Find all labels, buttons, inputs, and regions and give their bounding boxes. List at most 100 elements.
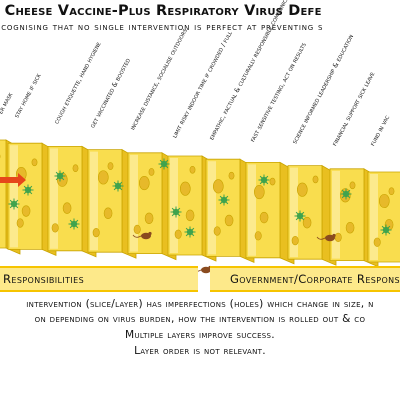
- virus-icon: [184, 226, 196, 238]
- cheese-hole: [144, 212, 154, 224]
- cheese-hole: [334, 232, 342, 243]
- virus-body: [10, 200, 18, 208]
- cheese-slice: [367, 171, 400, 263]
- layer-label-vaccinated: get vaccinated & boosted: [88, 56, 133, 130]
- slice-highlight: [370, 174, 378, 260]
- cheese-hole: [107, 162, 114, 170]
- layer-label-mask: er mask: [0, 91, 15, 116]
- slice-highlight: [208, 161, 216, 255]
- mouse-ear: [332, 233, 336, 238]
- cheese-slice: [329, 168, 379, 268]
- mouse-body: [325, 234, 335, 242]
- cheese-hole: [349, 181, 356, 190]
- cheese-hole: [139, 175, 150, 191]
- cheese-hole: [296, 182, 308, 197]
- mouse-icon: [132, 231, 152, 240]
- cheese-hole: [254, 231, 262, 241]
- cheese-hole: [302, 216, 312, 229]
- virus-icon: [170, 206, 182, 218]
- virus-icon: [218, 194, 230, 206]
- mouse-body: [141, 232, 151, 240]
- cheese-hole: [62, 202, 72, 214]
- mouse-body: [201, 266, 211, 274]
- cheese-hole: [148, 168, 155, 176]
- slice-highlight: [90, 151, 98, 251]
- virus-icon: [68, 218, 80, 230]
- cheese-hole: [16, 218, 24, 228]
- virus-body: [114, 182, 122, 190]
- cheese-hole: [31, 158, 38, 167]
- virus-body: [160, 160, 168, 168]
- cheese-slice: [287, 164, 337, 266]
- slice-highlight: [248, 164, 256, 256]
- mouse-ear: [148, 231, 152, 236]
- cheese-hole: [345, 222, 355, 234]
- cheese-hole: [291, 235, 299, 246]
- virus-icon: [112, 180, 124, 192]
- cheese-hole: [253, 184, 265, 200]
- virus-icon: [22, 184, 34, 196]
- cheese-hole: [189, 166, 196, 174]
- cheese-hole: [180, 181, 191, 196]
- cheese-hole: [174, 229, 182, 239]
- virus-body: [342, 190, 350, 198]
- cheese-hole: [92, 228, 100, 238]
- virus-body: [260, 176, 268, 184]
- diagram-subtitle: ecognising that no single intervention i…: [0, 22, 324, 33]
- diagram-title: s Cheese Vaccine-Plus Respiratory Virus …: [0, 3, 322, 19]
- cheese-slice: [245, 161, 295, 265]
- virus-body: [296, 212, 304, 220]
- cheese-hole: [388, 187, 395, 196]
- cheese-hole: [312, 175, 319, 184]
- cheese-hole: [224, 214, 234, 227]
- cheese-hole: [213, 179, 224, 194]
- slice-highlight: [332, 170, 340, 259]
- cheese-hole: [259, 211, 269, 224]
- footer-line-2: on depending on virus burden, how the in…: [34, 313, 366, 325]
- slice-highlight: [10, 145, 18, 248]
- virus-icon: [380, 224, 392, 236]
- slice-face: [0, 139, 7, 249]
- mouse-icon: [316, 233, 336, 242]
- mouse-tail: [316, 236, 326, 240]
- virus-icon: [8, 198, 20, 210]
- footer-line-4: Layer order is not relevant.: [134, 345, 266, 357]
- cheese-hole: [51, 223, 59, 233]
- virus-body: [186, 228, 194, 236]
- slice-highlight: [130, 154, 138, 252]
- government-responsibility-bar: Government/Corporate Responsi: [210, 266, 400, 292]
- slice-highlight: [170, 158, 178, 253]
- slice-highlight: [290, 167, 298, 258]
- virus-body: [56, 172, 64, 180]
- slice-highlight: [50, 148, 58, 249]
- virus-icon: [54, 170, 66, 182]
- virus-body: [382, 226, 390, 234]
- virus-icon: [340, 188, 352, 200]
- virus-icon: [158, 158, 170, 170]
- virus-body: [172, 208, 180, 216]
- cheese-hole: [378, 193, 390, 209]
- cheese-slices-illustration: [0, 139, 400, 274]
- virus-body: [24, 186, 32, 194]
- cheese-hole: [21, 205, 31, 217]
- footer-line-1: intervention (slice/layer) has imperfect…: [26, 298, 374, 310]
- cheese-hole: [213, 226, 221, 236]
- cheese-hole: [98, 170, 109, 185]
- cheese-hole: [269, 177, 276, 186]
- government-responsibility-label: Government/Corporate Responsi: [230, 272, 400, 286]
- threat-arrow-icon: [0, 173, 26, 187]
- personal-responsibility-label: Responsibilities: [3, 272, 85, 286]
- personal-responsibility-bar: Responsibilities: [0, 266, 198, 292]
- cheese-hole: [228, 171, 235, 180]
- virus-icon: [258, 174, 270, 186]
- cheese-hole: [373, 237, 381, 247]
- cheese-hole: [72, 164, 79, 173]
- cheese-hole: [133, 224, 141, 235]
- virus-body: [70, 220, 78, 228]
- virus-body: [220, 196, 228, 204]
- cheese-hole: [185, 209, 195, 222]
- footer-line-3: Multiple layers improve success.: [125, 329, 275, 341]
- virus-icon: [294, 210, 306, 222]
- layer-label-stay-home: stay home if sick: [12, 72, 43, 120]
- cheese-hole: [103, 207, 113, 219]
